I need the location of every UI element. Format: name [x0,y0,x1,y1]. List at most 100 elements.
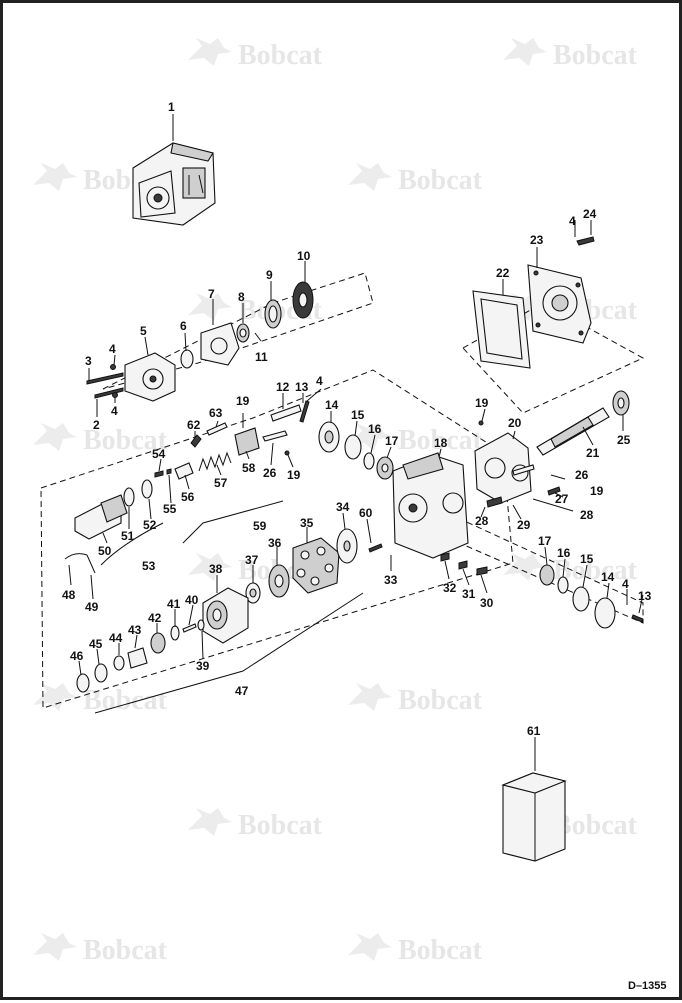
cylinder-block-35 [292,537,340,594]
screw-13 [299,400,310,423]
watermark: Bobcat [33,933,168,966]
callout-18: 18 [434,436,448,450]
callout-53: 53 [142,559,156,573]
watermark: Bobcat [503,38,638,71]
parts-54-56 [154,462,194,480]
callout-19-right: 19 [590,484,604,498]
callout-5: 5 [140,324,147,338]
callout-46: 46 [70,649,84,663]
callout-63: 63 [209,406,223,420]
callout-62: 62 [187,418,201,432]
watermark-text: Bobcat [553,810,638,841]
callout-28-right: 28 [580,508,594,522]
callout-8: 8 [238,290,245,304]
piston-50 [74,494,128,540]
callout-19-rear: 19 [475,396,489,410]
pump-assembly [132,142,216,226]
callout-33: 33 [384,573,398,587]
callout-42: 42 [148,611,162,625]
clip-48-49 [64,553,96,574]
spring-57 [198,451,232,472]
callout-30: 30 [480,596,494,610]
callout-58: 58 [242,461,256,475]
stack-39-46 [76,619,205,693]
callout-60: 60 [359,506,373,520]
callout-7: 7 [208,287,215,301]
callout-37: 37 [245,553,259,567]
callout-11: 11 [255,350,268,364]
leader-lines [68,114,644,771]
callout-31: 31 [462,587,476,601]
callout-21: 21 [586,446,600,460]
rear-cover [527,264,592,344]
disc-10 [292,281,314,319]
callout-52: 52 [143,518,157,532]
end-cover-20 [474,432,532,504]
watermark: Bobcat [348,163,483,196]
watermark: Bobcat [33,423,168,456]
callout-16-right: 16 [557,546,571,560]
callout-26: 26 [263,466,277,480]
callout-56: 56 [181,490,195,504]
watermark-layer: Bobcat Bobcat Bobcat Bobcat Bobcat Bobca… [33,38,638,966]
callout-47: 47 [235,684,249,698]
watermark-text: Bobcat [398,165,483,196]
watermark: Bobcat [33,683,168,716]
callout-44: 44 [109,631,123,645]
callout-22: 22 [496,266,510,280]
callout-25: 25 [617,433,631,447]
callout-4-rear: 4 [569,214,576,228]
callout-28: 28 [475,514,489,528]
callout-6: 6 [180,319,187,333]
callout-4-mid: 4 [316,374,323,388]
callout-3: 3 [85,354,92,368]
front-group-outline [102,272,374,390]
spool-58 [234,427,260,456]
watermark: Bobcat [188,808,323,841]
ring-52 [141,479,153,499]
pin-60 [368,543,383,553]
bearing-17 [376,456,394,480]
callout-61: 61 [527,724,541,738]
watermark-text: Bobcat [83,685,168,716]
callout-29: 29 [517,518,531,532]
gasket [472,290,531,369]
ring-51 [123,487,135,507]
callout-32: 32 [443,581,457,595]
callout-48: 48 [62,588,76,602]
watermark: Bobcat [348,683,483,716]
o-ring [180,349,194,369]
watermark: Bobcat [348,933,483,966]
callout-10: 10 [297,249,311,263]
drawing-id: D–1355 [628,980,667,992]
exploded-parts-diagram: Bobcat Bobcat Bobcat Bobcat Bobcat Bobca… [33,38,667,992]
callout-34: 34 [336,500,350,514]
ring-16 [363,452,375,470]
callouts: 1 2 3 4 4 4 4 4 5 6 7 8 9 10 11 12 13 13… [62,100,652,738]
callout-4-right: 4 [622,577,629,591]
callout-2: 2 [93,418,100,432]
callout-19: 19 [236,394,250,408]
callout-16: 16 [368,422,382,436]
callout-57: 57 [214,476,228,490]
callout-13-right: 13 [638,589,652,603]
callout-49: 49 [85,600,99,614]
pump-housing [392,452,469,559]
watermark: Bobcat [188,38,323,71]
callout-14-right: 14 [601,570,615,584]
kit-box [501,772,567,862]
screws [86,364,124,399]
plate-gasket [200,322,240,366]
callout-26-right: 26 [575,468,589,482]
callout-41: 41 [167,597,181,611]
callout-4-lower: 4 [111,404,118,418]
callout-36: 36 [268,536,282,550]
ring-15 [344,434,362,460]
callout-12: 12 [276,380,290,394]
ring-9 [264,299,282,329]
swashplate-14 [318,421,340,453]
callout-23: 23 [530,233,544,247]
plate-34 [336,528,358,564]
callout-1: 1 [168,100,175,114]
